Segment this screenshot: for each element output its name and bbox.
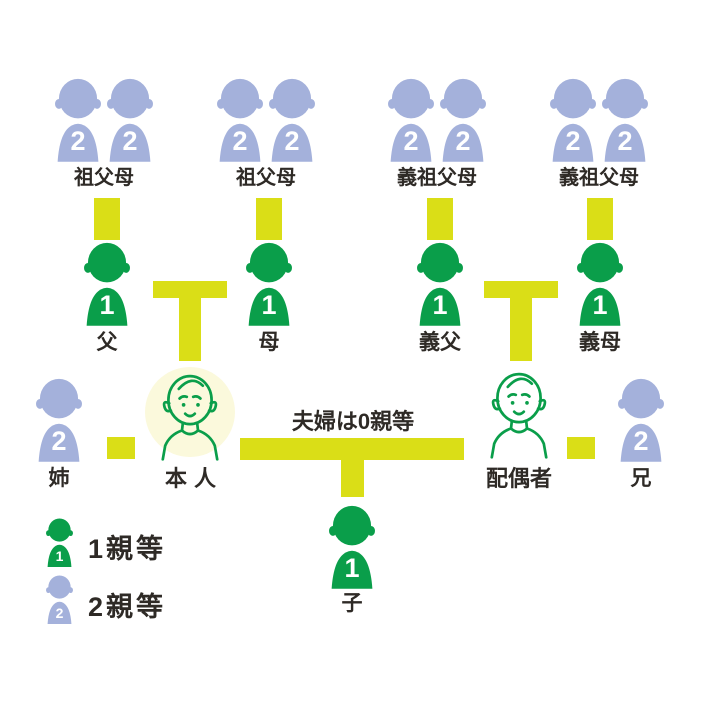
person-mother-icon: 1 bbox=[246, 240, 292, 326]
connector-couple-child-stem bbox=[341, 459, 364, 497]
person-grandparent-icon: 2 bbox=[55, 76, 101, 162]
degree-badge: 1 bbox=[261, 290, 277, 320]
legend-second-degree-label: 2親等 bbox=[88, 592, 167, 622]
person-grandparent-in-law-icon: 2 bbox=[440, 76, 486, 162]
degree-badge: 2 bbox=[565, 126, 581, 156]
degree-badge: 2 bbox=[633, 426, 649, 456]
label-child: 子 bbox=[341, 592, 363, 615]
person-father-in-law-icon: 1 bbox=[417, 240, 463, 326]
degree-badge: 2 bbox=[403, 126, 419, 156]
degree-badge: 2 bbox=[455, 126, 471, 156]
degree-badge: 2 bbox=[55, 605, 64, 621]
legend-first-degree-icon: 1 bbox=[46, 517, 73, 567]
person-mother-in-law-icon: 1 bbox=[577, 240, 623, 326]
legend-second-degree-icon: 2 bbox=[46, 574, 73, 624]
connector-parents-stem bbox=[179, 281, 201, 361]
face-outline-icon bbox=[161, 374, 219, 461]
label-grandparents-in-law-1: 義祖父母 bbox=[397, 167, 477, 189]
degree-badge: 2 bbox=[70, 126, 86, 156]
connector-spouse-brother bbox=[567, 437, 595, 459]
label-sister: 姉 bbox=[48, 467, 70, 490]
degree-badge: 2 bbox=[617, 126, 633, 156]
degree-badge: 1 bbox=[344, 553, 360, 583]
label-self: 本人 bbox=[164, 466, 224, 491]
label-father: 父 bbox=[96, 331, 118, 354]
connector-grandparents-father bbox=[94, 198, 120, 240]
connector-grandparents-mother-in-law bbox=[587, 198, 613, 240]
connector-in-laws-stem bbox=[510, 281, 532, 361]
degree-badge: 2 bbox=[122, 126, 138, 156]
person-brother-icon: 2 bbox=[618, 376, 664, 462]
degree-badge: 2 bbox=[284, 126, 300, 156]
connector-sister-self bbox=[107, 437, 135, 459]
person-father-icon: 1 bbox=[84, 240, 130, 326]
label-mother: 母 bbox=[258, 331, 280, 354]
degree-badge: 2 bbox=[232, 126, 248, 156]
label-grandparents-in-law-2: 義祖父母 bbox=[559, 167, 639, 189]
connector-grandparents-mother bbox=[256, 198, 282, 240]
person-grandparent-in-law-icon: 2 bbox=[602, 76, 648, 162]
degree-badge: 1 bbox=[592, 290, 608, 320]
label-brother: 兄 bbox=[630, 467, 652, 490]
label-spouse: 配偶者 bbox=[485, 466, 553, 491]
person-spouse-face-icon bbox=[479, 366, 559, 459]
label-father-in-law: 義父 bbox=[419, 331, 461, 354]
connector-grandparents-father-in-law bbox=[427, 198, 453, 240]
degree-badge: 2 bbox=[51, 426, 67, 456]
person-sister-icon: 2 bbox=[36, 376, 82, 462]
label-mother-in-law: 義母 bbox=[579, 331, 621, 354]
degree-badge: 1 bbox=[99, 290, 115, 320]
label-grandparents-2: 祖父母 bbox=[236, 167, 296, 189]
person-child-icon: 1 bbox=[329, 503, 375, 589]
person-self-face-icon bbox=[150, 368, 230, 461]
person-grandparent-icon: 2 bbox=[217, 76, 263, 162]
person-grandparent-in-law-icon: 2 bbox=[388, 76, 434, 162]
degree-badge: 1 bbox=[432, 290, 448, 320]
person-grandparent-in-law-icon: 2 bbox=[550, 76, 596, 162]
legend-first-degree-label: 1親等 bbox=[88, 534, 167, 564]
degree-badge: 1 bbox=[55, 548, 64, 564]
connector-couple-bar bbox=[240, 438, 464, 460]
face-outline-icon bbox=[490, 372, 548, 459]
person-grandparent-icon: 2 bbox=[269, 76, 315, 162]
label-grandparents-1: 祖父母 bbox=[74, 167, 134, 189]
person-grandparent-icon: 2 bbox=[107, 76, 153, 162]
couple-degree-note: 夫婦は0親等 bbox=[291, 409, 415, 434]
